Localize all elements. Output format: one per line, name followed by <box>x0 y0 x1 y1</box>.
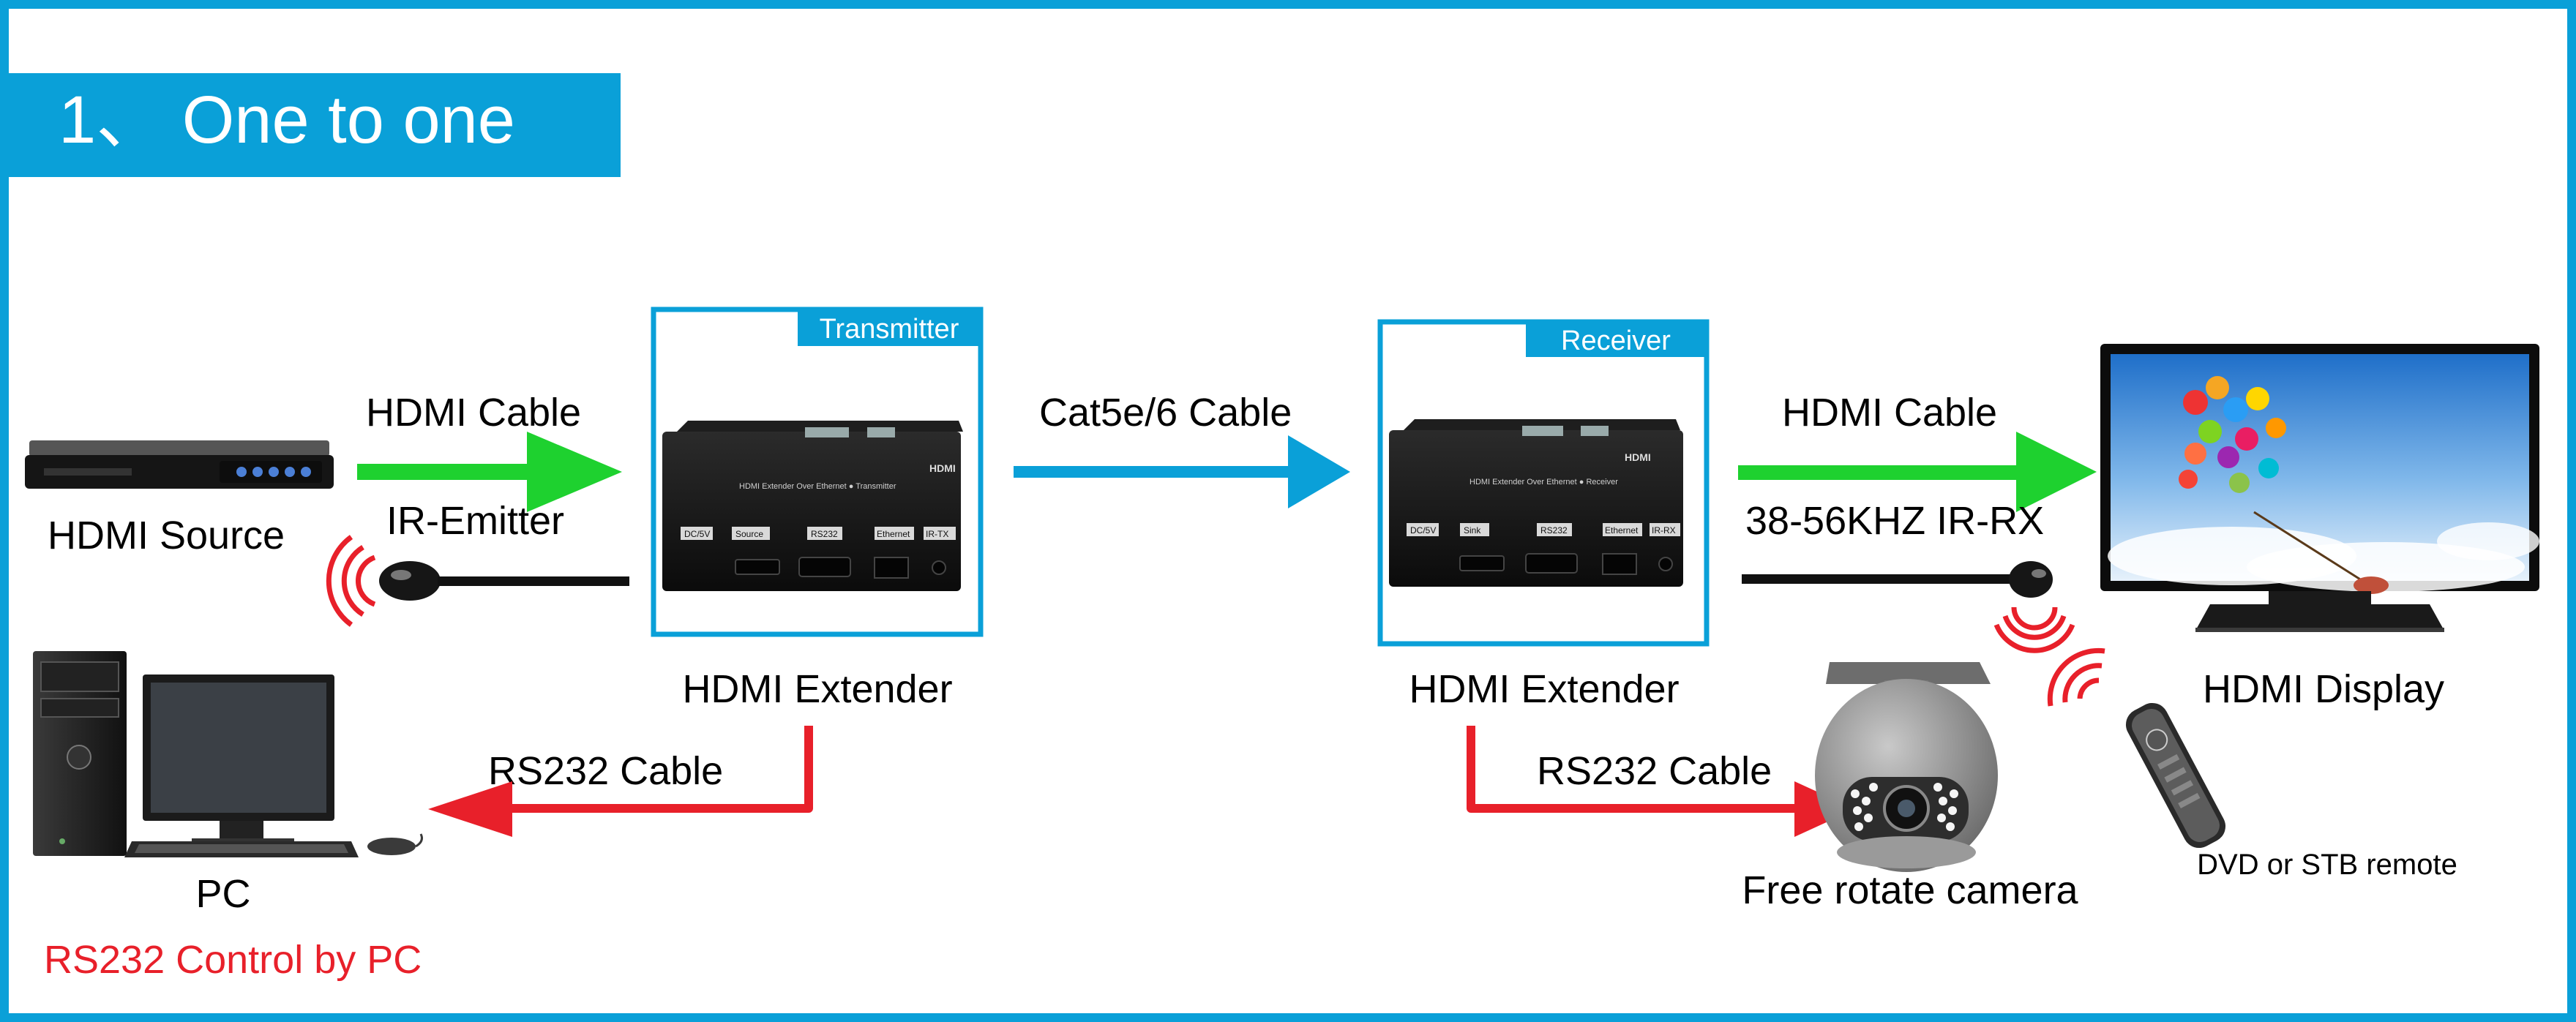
transmitter-panel-text: HDMI Extender Over Ethernet ● Transmitte… <box>739 482 896 491</box>
ir-rx-wave-icon <box>1993 606 2075 653</box>
ir-remote-wave-icon <box>2047 647 2105 707</box>
ir-emitter-cable <box>438 576 629 586</box>
dvd-player-icon <box>25 440 334 489</box>
receiver-caption: HDMI Extender <box>1409 667 1679 711</box>
page-title: 1、 One to one <box>59 83 515 157</box>
hdmi-out-arrow <box>1738 432 2097 512</box>
receiver-box-icon: HDMI HDMI Extender Over Ethernet ● Recei… <box>1389 419 1683 587</box>
rx-port-label-5: IR-RX <box>1652 525 1676 536</box>
rs232-left-label: RS232 Cable <box>488 749 723 793</box>
ptz-camera-icon <box>1815 662 1998 872</box>
receiver-panel-text: HDMI Extender Over Ethernet ● Receiver <box>1469 478 1618 486</box>
ir-emitter-icon <box>379 561 441 601</box>
cat-cable-arrow <box>1014 435 1350 508</box>
pc-label: PC <box>195 872 250 916</box>
transmitter-tag-text: Transmitter <box>820 314 959 345</box>
transmitter-caption: HDMI Extender <box>682 667 952 711</box>
tx-port-label-1: DC/5V <box>684 529 710 539</box>
receiver-tag-text: Receiver <box>1561 326 1671 356</box>
pc-note: RS232 Control by PC <box>44 938 422 982</box>
source-label: HDMI Source <box>48 514 285 557</box>
hdmi-out-label: HDMI Cable <box>1782 391 1997 435</box>
hdmi-in-arrow <box>357 432 622 512</box>
hdmi-in-label: HDMI Cable <box>366 391 581 435</box>
tx-port-label-2: Source <box>735 529 763 539</box>
transmitter-brand: HDMI <box>929 462 956 474</box>
rs232-left-arrow <box>505 726 813 813</box>
rx-port-label-1: DC/5V <box>1410 525 1436 536</box>
ir-emitter-label: IR-Emitter <box>386 499 564 543</box>
remote-label: DVD or STB remote <box>2197 849 2457 881</box>
transmitter-tag <box>798 309 981 346</box>
cat-cable-label: Cat5e/6 Cable <box>1039 391 1292 435</box>
camera-label: Free rotate camera <box>1742 868 2078 912</box>
display-label: HDMI Display <box>2203 667 2444 711</box>
tx-port-label-5: IR-TX <box>926 529 948 539</box>
receiver-brand: HDMI <box>1625 451 1651 463</box>
transmitter-box-icon: HDMI HDMI Extender Over Ethernet ● Trans… <box>662 421 963 591</box>
ir-rx-cable <box>1742 574 2016 584</box>
remote-control-icon <box>2125 702 2226 849</box>
rs232-left-arrowhead <box>428 781 512 837</box>
rs232-right-label: RS232 Cable <box>1537 749 1772 793</box>
title-banner <box>0 73 621 177</box>
tx-port-label-4: Ethernet <box>877 529 910 539</box>
tv-display-icon <box>2100 344 2539 632</box>
tx-port-label-3: RS232 <box>811 529 838 539</box>
rx-port-label-2: Sink <box>1464 525 1481 536</box>
ir-rx-label: 38-56KHZ IR-RX <box>1745 499 2044 543</box>
rs232-right-arrow <box>1467 726 1800 813</box>
rx-port-label-3: RS232 <box>1540 525 1568 536</box>
rx-port-label-4: Ethernet <box>1605 525 1639 536</box>
desktop-pc-icon <box>33 651 423 857</box>
ir-wave-icon <box>326 535 376 627</box>
receiver-tag <box>1526 322 1707 357</box>
ir-receiver-icon <box>2009 561 2053 598</box>
